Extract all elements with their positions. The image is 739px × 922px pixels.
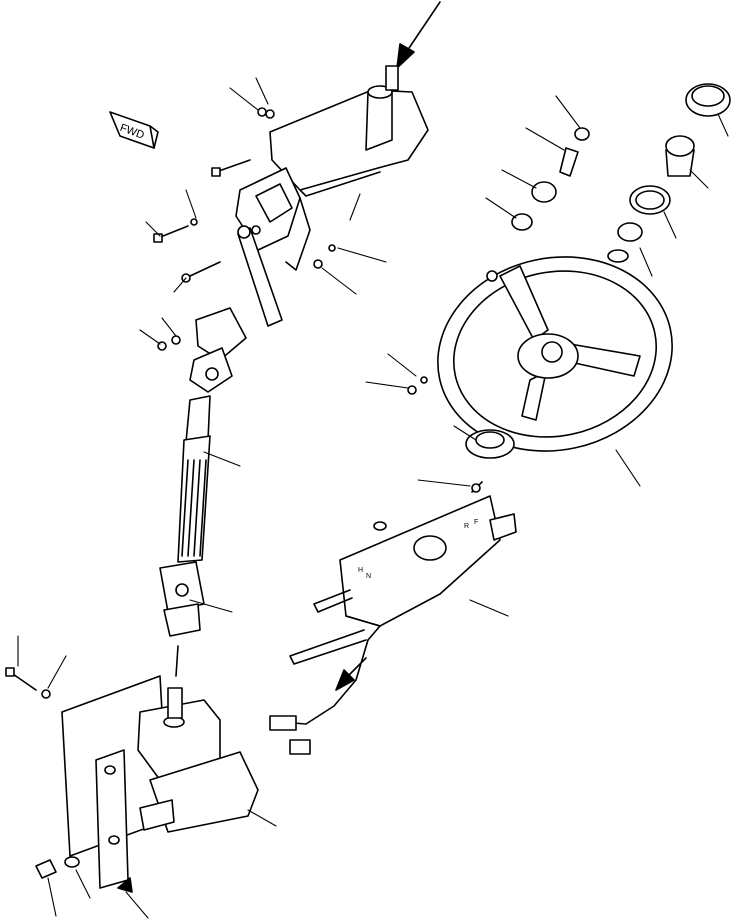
steering-spacer: [465, 429, 515, 459]
switch-mark-n: N: [366, 573, 371, 580]
horn-contact: [665, 135, 695, 177]
callout-leaders: [17, 77, 729, 919]
tilt-lever: [237, 225, 283, 327]
universal-joint-upper: [189, 307, 247, 393]
connector-arrow: [335, 657, 367, 691]
intermediate-shaft: [177, 395, 211, 563]
switch-mark-r: R: [464, 523, 469, 530]
fastener-group: [5, 107, 498, 879]
horn-cap: [685, 83, 731, 117]
wheel-nut: [607, 222, 643, 263]
column-cover: [269, 65, 429, 197]
steering-gearbox: [137, 687, 259, 833]
switch-mark-h: H: [358, 567, 363, 574]
snap-ring: [629, 185, 671, 215]
steering-wheel: [437, 256, 673, 452]
pin-cap: [511, 127, 590, 231]
universal-joint-lower: [159, 561, 205, 677]
insertion-arrow-bottom: [117, 877, 133, 893]
insertion-arrow-top: [396, 1, 441, 69]
fwd-direction-tag: FWD: [109, 111, 159, 149]
column-control-switch: H N R F: [269, 495, 517, 755]
switch-mark-f: F: [474, 519, 478, 526]
